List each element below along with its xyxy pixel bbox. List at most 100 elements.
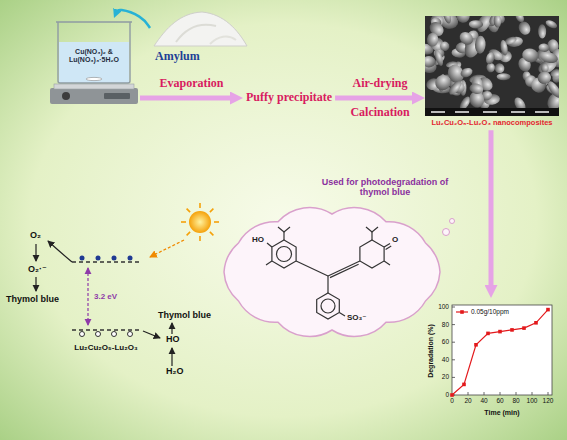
quinoid-ring — [360, 240, 384, 268]
axis-title-holder: Degradation (%) — [427, 324, 435, 378]
nanoparticle — [544, 18, 558, 29]
tick — [452, 324, 455, 325]
electron — [96, 256, 101, 261]
label-holder: Thymol blue — [158, 311, 211, 321]
data-point — [462, 383, 466, 387]
species-label: Thymol blue — [6, 295, 59, 305]
node-text: Lu₂Cu₂O₅-Lu₂O₃ nanocomposites — [427, 119, 557, 127]
hole — [128, 332, 133, 337]
powder-shading — [176, 25, 216, 42]
nanoparticle — [425, 56, 436, 68]
species-label: HO — [166, 335, 180, 345]
bond — [371, 232, 372, 240]
electron-transfer-arrow — [48, 241, 72, 262]
nanoparticle — [469, 20, 483, 29]
isopropyl-bond — [278, 227, 290, 232]
nanoparticle — [447, 79, 464, 97]
label-holder: Used for photodegradation of thymol blue — [318, 178, 452, 198]
tick-label: 120 — [543, 397, 554, 404]
nanoparticle — [538, 24, 546, 39]
data-line — [452, 310, 548, 395]
bond — [283, 232, 284, 240]
nanoparticle — [538, 43, 550, 53]
hole — [80, 332, 85, 337]
species-label: O₂ — [30, 231, 41, 241]
sun-ray — [187, 232, 191, 236]
label-holder: O — [392, 236, 398, 245]
reaction-arrow — [35, 277, 36, 291]
reaction-arrow — [171, 323, 172, 334]
nanoparticle — [545, 79, 559, 99]
sem-micrograph — [425, 16, 559, 116]
nanoparticle — [485, 51, 496, 65]
reaction-arrow — [35, 244, 36, 261]
step-label: Calcination — [350, 106, 409, 119]
double-bond — [386, 246, 392, 249]
sun-ray — [210, 232, 214, 236]
data-point — [534, 321, 538, 325]
label-holder: 100 — [438, 303, 449, 310]
tick-label: 40 — [442, 356, 449, 363]
double-bond — [330, 264, 359, 277]
hotplate-knob — [62, 92, 70, 100]
tick — [516, 392, 517, 395]
benzene-ring — [317, 293, 340, 319]
precipitate-step: Puffy precipitate — [243, 89, 335, 106]
hole — [96, 332, 101, 337]
node-text: Puffy precipitate — [246, 91, 332, 104]
solution — [59, 42, 129, 83]
axis-title-holder: Time (min) — [484, 409, 519, 417]
species-label: H₂O — [166, 367, 184, 377]
electron — [128, 256, 133, 261]
tick-label: 80 — [512, 397, 519, 404]
hole — [112, 332, 117, 337]
nanoparticle — [457, 29, 475, 47]
axis-title: Degradation (%) — [427, 324, 435, 378]
species-label: O₂·⁻ — [28, 265, 47, 275]
legend-text: 0.05g/10ppm — [471, 308, 509, 315]
label-holder: Thymol blue — [6, 295, 59, 305]
label-holder: HO — [166, 335, 180, 345]
tick-label: 40 — [480, 397, 487, 404]
double-bond — [384, 244, 390, 248]
electron — [112, 256, 117, 261]
powder-pile — [154, 12, 247, 46]
hotplate-display — [104, 93, 130, 99]
conduction-band — [72, 261, 142, 263]
tick-label: 20 — [464, 397, 471, 404]
label-holder: 20 — [442, 374, 449, 381]
band-gap-label: 3.2 eV — [94, 293, 117, 302]
label-holder: 120 — [543, 397, 554, 404]
isopropyl-bond — [366, 227, 378, 232]
tick-label: 60 — [442, 339, 449, 346]
edge-label-holder: Air-drying — [353, 77, 408, 90]
bond — [296, 261, 328, 276]
tick — [452, 359, 455, 360]
powder-shading — [210, 37, 236, 44]
beaker-on-hotplate: Cu(NO₃)₂ & Lu(NO₃)₃·5H₂O — [48, 18, 140, 106]
plot-frame — [452, 305, 552, 395]
hotplate-body — [50, 88, 138, 104]
sun-ray — [199, 203, 201, 208]
axis-ticks — [452, 307, 548, 395]
atom-label: HO — [252, 236, 264, 245]
nanoparticle — [459, 66, 474, 79]
sem-info-mark — [431, 111, 445, 113]
band-gap-arrow — [87, 268, 88, 325]
thought-bubble — [443, 229, 450, 236]
data-point — [474, 343, 478, 347]
tick — [452, 307, 455, 308]
label-holder: 80 — [442, 321, 449, 328]
label-holder: SO₃⁻ — [347, 314, 366, 323]
process-arrow — [140, 96, 234, 101]
tick — [500, 392, 501, 395]
nanoparticle — [441, 16, 452, 24]
tick — [468, 392, 469, 395]
tick-label: 80 — [442, 321, 449, 328]
tick-label: 20 — [442, 374, 449, 381]
nanoparticle — [541, 64, 549, 73]
aromatic-circle — [321, 299, 335, 313]
thymol-blue-molecule — [266, 227, 391, 319]
nanoparticle — [468, 82, 484, 95]
